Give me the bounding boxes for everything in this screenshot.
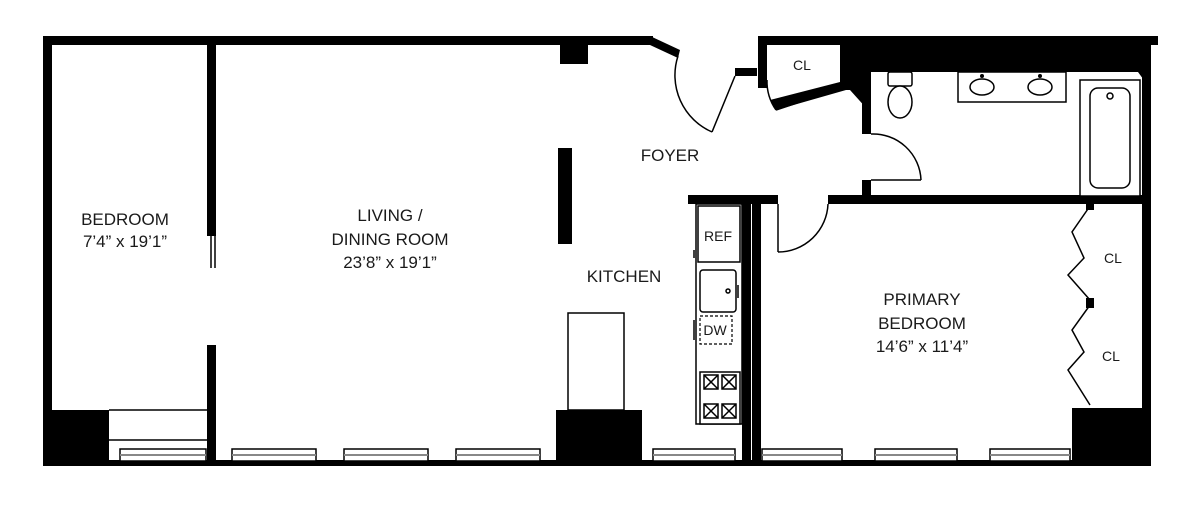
bedroom-pocket-door-top [210,236,216,268]
foyer-name: FOYER [641,146,700,165]
doors [210,55,1094,406]
wall-closet-left [758,36,767,88]
wall-top-left [43,36,653,45]
wall-bedroom-divider-upper [207,42,216,236]
toilet-icon [887,71,913,119]
living-name-line2: DINING ROOM [331,230,448,249]
living-dims: 23’8” x 19’1” [343,253,437,272]
bedroom-pocket-door-bottom [210,345,216,380]
closet-label-foyer: CL [793,57,811,73]
column-bottom-middle [556,410,642,466]
stove-icon [699,371,741,425]
window-5 [652,448,736,462]
wall-living-partition [558,148,572,244]
primary-bedroom-door [777,203,829,253]
living-name-line1: LIVING / [357,206,422,225]
refrigerator-label: REF [704,228,732,244]
refrigerator [697,205,741,263]
kitchen-island [567,312,625,411]
wall-bedroom-divider-lower [207,345,216,463]
window-2 [231,448,317,462]
primary-name-line1: PRIMARY [883,290,960,309]
interior-walls [207,36,1151,463]
closet-door-foyer [766,79,831,111]
vanity-icon [957,71,1067,103]
windows [119,448,1071,462]
bedroom-alcove [109,409,207,441]
wall-primary-left [752,195,761,463]
kitchen-fixtures [567,203,743,425]
wall-bath-left-lower [862,180,871,202]
window-7 [874,448,958,462]
wall-bath-left-upper [862,72,871,134]
bath-corner-block [840,36,1151,110]
bathroom-door [870,133,922,181]
dishwasher-label: DW [703,322,727,338]
sink-icon [699,269,739,313]
bathtub-icon [1079,79,1141,197]
column-bottom-left [43,410,109,466]
window-1 [119,448,207,462]
window-6 [761,448,843,462]
window-8 [989,448,1071,462]
closet-bifold-doors [1066,200,1094,406]
column-bottom-right [1072,408,1151,466]
bedroom-name: BEDROOM [81,210,169,229]
wall-closet-bottom [770,82,846,110]
window-4 [455,448,541,462]
room-labels: BEDROOM 7’4” x 19’1” LIVING / DINING ROO… [81,57,1122,364]
primary-dims: 14’6” x 11’4” [876,337,969,356]
primary-name-line2: BEDROOM [878,314,966,333]
exterior-walls [43,36,1158,466]
closet-label-primary-2: CL [1102,348,1120,364]
window-3 [343,448,429,462]
wall-left [43,36,52,466]
entry-door [674,55,736,133]
kitchen-name: KITCHEN [587,267,662,286]
wall-kitchen-top [688,195,778,204]
bedroom-dims: 7’4” x 19’1” [83,232,167,251]
wall-top-angled [650,36,680,58]
bathroom-fixtures [887,71,1141,197]
wall-primary-top [828,195,1151,204]
closet-label-primary-1: CL [1104,250,1122,266]
dishwasher [699,315,733,345]
column-top [560,36,588,64]
wall-closet-stub [735,68,757,76]
wall-kitchen-right [742,195,751,463]
wall-right [1142,36,1151,466]
